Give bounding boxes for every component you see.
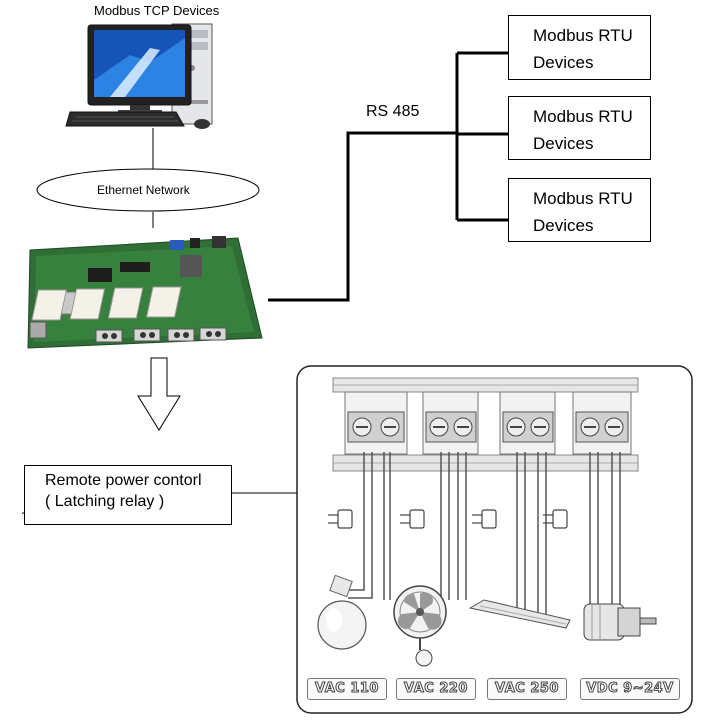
- light-bulb-icon: [317, 574, 367, 650]
- rtu-device-line2: Devices: [533, 216, 594, 235]
- rtu-device-line1: Modbus RTU: [533, 26, 633, 45]
- rtu-device-line1: Modbus RTU: [533, 189, 633, 208]
- remote-power-box: Remote power contorl ( Latching relay ): [24, 465, 232, 525]
- load-wires: [348, 452, 621, 620]
- rtu-device-box: Modbus RTU Devices: [508, 96, 651, 160]
- plug-icons: [328, 509, 568, 529]
- controller-board-icon: [27, 236, 263, 349]
- rtu-device-line2: Devices: [533, 53, 594, 72]
- rtu-device-box: Modbus RTU Devices: [508, 15, 651, 80]
- remote-power-subtitle: ( Latching relay ): [45, 493, 165, 510]
- rtu-device-line2: Devices: [533, 134, 594, 153]
- computer-icon: [65, 23, 213, 129]
- rs485-label: RS 485: [366, 103, 420, 120]
- rs485-bus-line: [268, 131, 457, 302]
- voltage-label: VDC 9~24V: [580, 678, 680, 700]
- voltage-label: VAC 110: [307, 678, 387, 700]
- rtu-device-box: Modbus RTU Devices: [508, 178, 651, 242]
- terminal-blocks: [344, 391, 632, 455]
- motor-icon: [583, 603, 657, 641]
- ethernet-network-ellipse: [36, 168, 260, 212]
- voltage-label: VAC 220: [396, 678, 476, 700]
- remote-power-title: Remote power contorl: [45, 472, 202, 489]
- loads-panel: [296, 365, 693, 714]
- fluorescent-lamp-icon: [468, 599, 571, 629]
- rtu-device-line1: Modbus RTU: [533, 107, 633, 126]
- pc-label: Modbus TCP Devices: [94, 3, 220, 18]
- voltage-label: VAC 250: [487, 678, 567, 700]
- fan-icon: [393, 585, 447, 667]
- ethernet-label: Ethernet Network: [97, 183, 190, 197]
- down-arrow-icon: [137, 357, 181, 431]
